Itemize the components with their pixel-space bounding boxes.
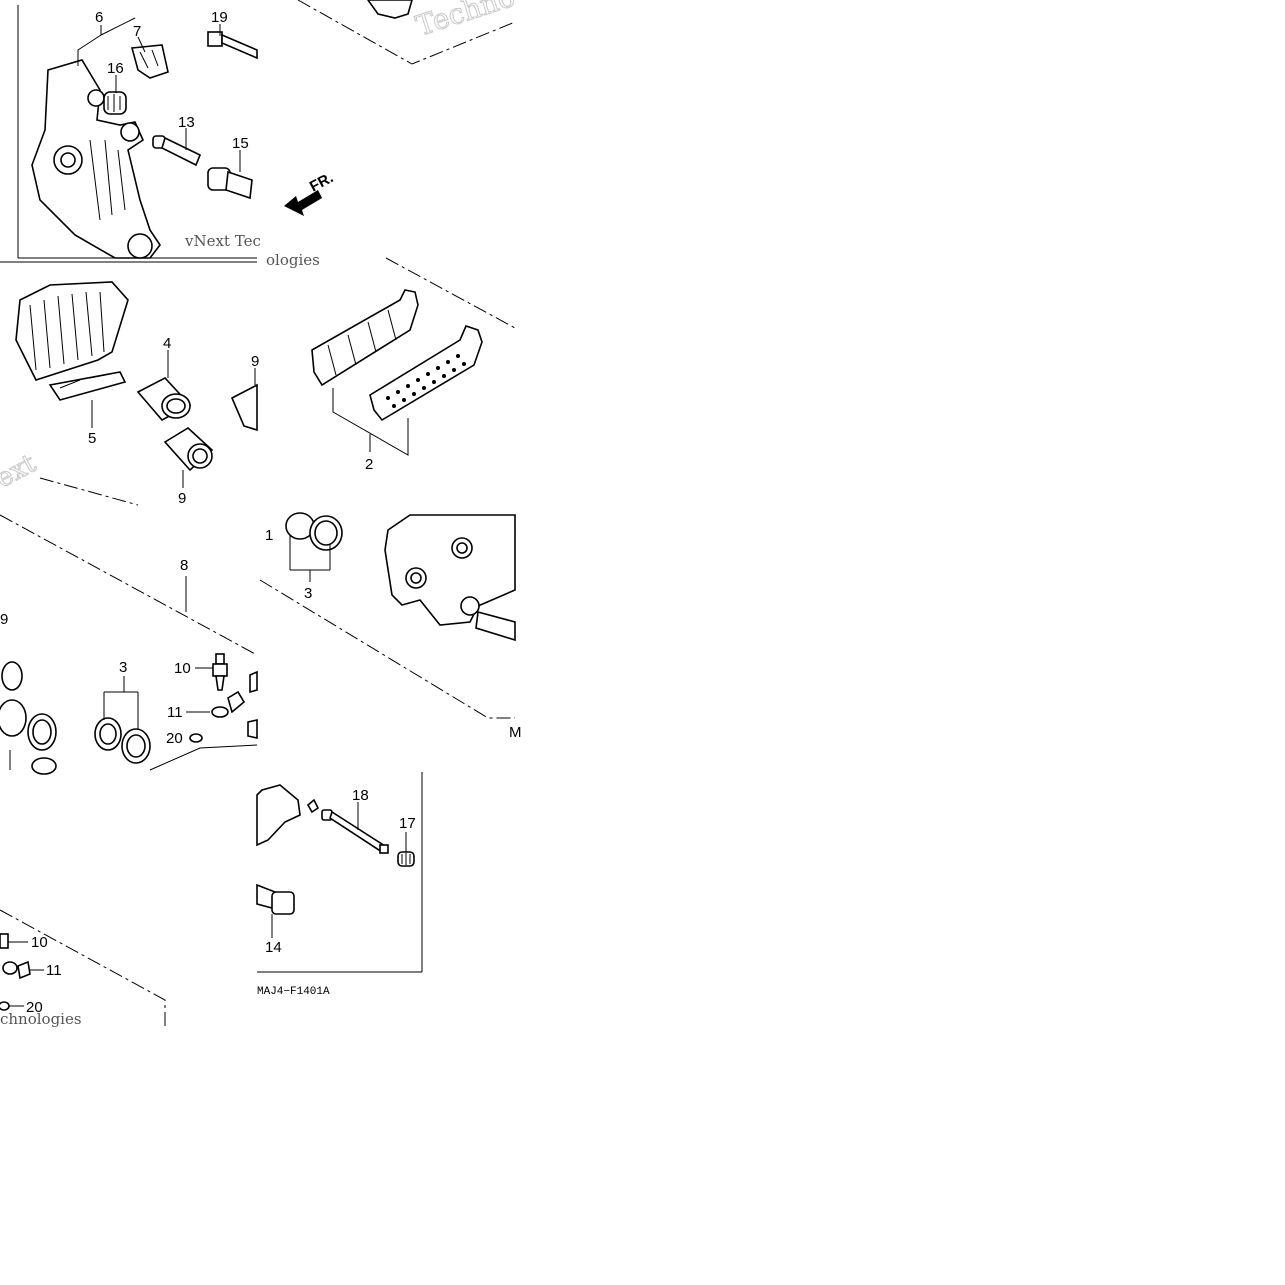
callout-4: 4 [163,335,171,352]
callout-7: 7 [133,23,141,40]
callout-9-upper: 9 [251,353,259,370]
watermark-vnext: vNext Tec [184,232,261,250]
tile-caliper-pistons: 4 9 5 9 ext [0,261,259,507]
tile-brake-pads: 2 ologies [266,251,516,473]
callout-6: 6 [95,9,103,26]
callout-20-lower: 20 [26,999,43,1016]
tile-caliper-half: 3 1 M [259,512,522,741]
callout-9-lower: 9 [178,490,186,507]
callout-8: 8 [180,557,188,574]
diagram-code: MAJ4−F1401A [257,986,330,998]
callout-11-upper: 11 [167,704,183,721]
callout-1: 1 [265,527,273,544]
tile-caliper-bracket: FR. 6 7 19 16 13 15 vNext Tec [17,5,336,259]
forward-arrow-icon [284,190,322,216]
pad-spring-clip [130,44,169,79]
bleeder-cap-11 [211,690,246,718]
bleeder-valve-10 [212,653,228,691]
callout-11-lower: 11 [46,962,62,979]
tile-top-fragment: Techno [297,0,519,65]
callout-3-upper: 3 [119,659,127,676]
callout-20-upper: 20 [166,730,183,747]
bleeder-valve-10-lower [0,933,9,949]
callout-9-seal: 9 [0,611,8,628]
callout-3-lower: 3 [304,585,312,602]
pin-18 [321,809,389,854]
pin-13 [152,135,202,167]
caliper-body [15,281,129,381]
piston-9-lower [163,427,214,472]
callout-m: M [509,724,522,741]
tile-seals-bleeder: 8 9 3 10 11 20 [0,514,258,775]
washer-20-lower [0,1001,10,1011]
watermark-ext: ext [0,448,42,494]
watermark-technologies: Techno [412,0,519,43]
bolt-19 [207,31,258,60]
seal-pair [285,512,343,551]
bolt-15 [207,167,253,200]
callout-13: 13 [178,114,195,131]
bleeder-cap-11-lower [2,960,31,980]
direction-label: FR. [307,169,336,195]
brake-pad-rear [369,325,483,422]
callout-10-lower: 10 [31,934,48,951]
callout-17: 17 [399,815,416,832]
brake-pad-front [311,289,419,387]
callout-10-upper: 10 [174,660,191,677]
tile-bleeder-repeat: 10 11 20 chnologies [0,909,166,1028]
callout-2: 2 [365,456,373,473]
plug-17 [397,851,415,867]
hanger-bracket [256,784,301,847]
seal-rings [0,661,151,775]
pad-backing-dots [386,354,466,408]
washer-20 [189,733,203,743]
bolt-14 [256,883,295,915]
callout-19: 19 [211,9,228,26]
tile-pins-bolt: 18 17 14 MAJ4−F1401A [256,772,423,998]
callout-14: 14 [265,939,282,956]
watermark-technologies-lower: chnologies [0,1010,82,1028]
caliper-half-body [384,514,516,626]
callout-5: 5 [88,430,96,447]
callout-15: 15 [232,135,249,152]
callout-18: 18 [352,787,369,804]
caliper-bracket [31,59,161,259]
callout-16: 16 [107,60,124,77]
watermark-ologies: ologies [266,251,320,269]
pad-clip-5 [48,371,127,401]
boot-16 [103,91,127,115]
piston-4 [136,377,192,422]
